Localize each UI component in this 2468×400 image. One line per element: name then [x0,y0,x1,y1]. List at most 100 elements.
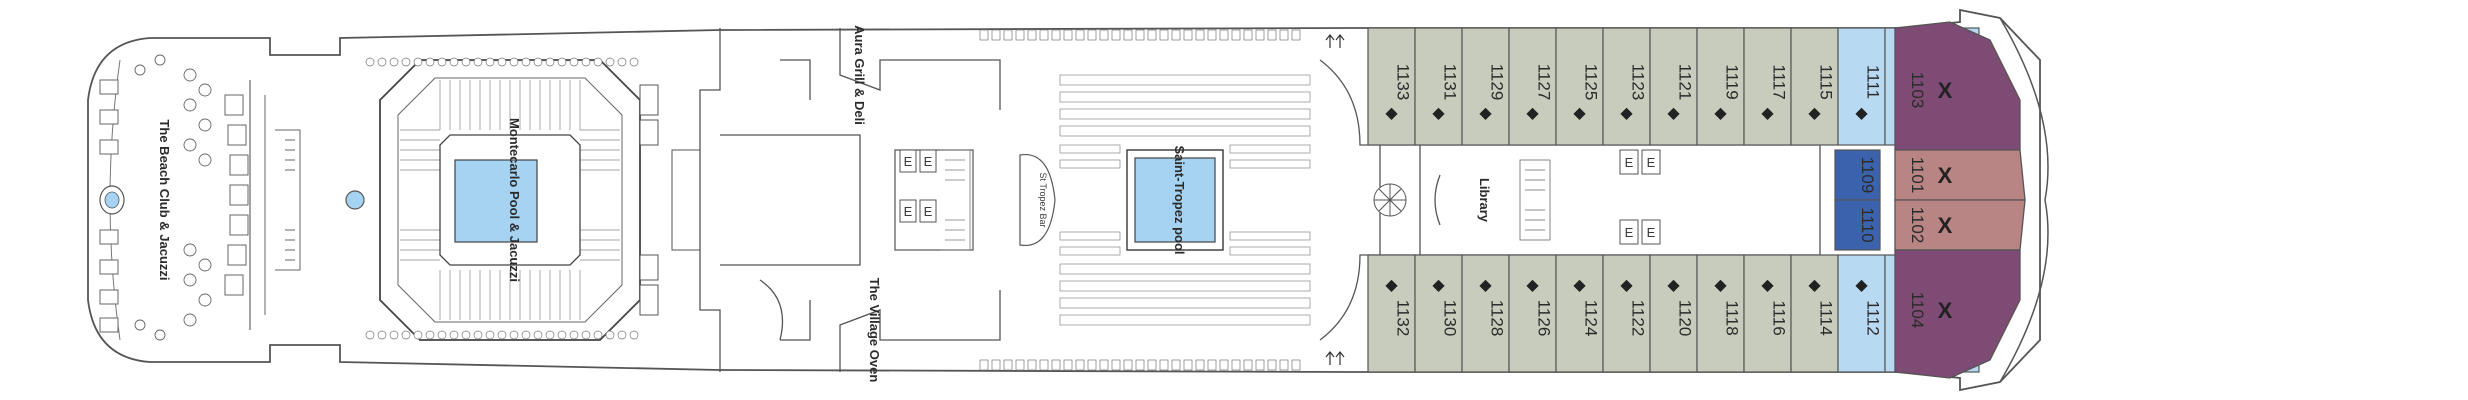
library-stairs [1519,159,1551,241]
cabin-1127[interactable]: 1127 ◆ [1508,27,1557,146]
stair-arrows [1325,34,1345,365]
cabin-1116[interactable]: 1116◆ [1743,254,1792,373]
accessible-cabin-icon: ◆ [1620,277,1633,294]
accessible-cabin-icon: ◆ [1432,277,1445,294]
cabin-shape[interactable] [1649,27,1698,146]
cabin-1123[interactable]: 1123◆ [1602,27,1651,146]
elevator-icon: E [904,204,913,219]
cabin-1126[interactable]: 1126◆ [1508,254,1557,373]
cabin-shape[interactable] [1508,27,1557,146]
accessible-cabin-icon: ◆ [1855,105,1868,122]
elevator-icon: E [904,154,913,169]
accessible-cabin-icon: ◆ [1573,105,1586,122]
cabin-number: 1117 [1770,64,1789,99]
cabin-shape[interactable] [1834,199,1881,251]
stern-jacuzzi-small [345,190,365,210]
cabin-number: 1133 [1394,64,1413,101]
cabin-number: 1131 [1441,64,1460,101]
cabin-1114[interactable]: 1114◆ [1790,254,1839,373]
st-tropez-bar: St Tropez Bar [1019,153,1056,247]
saint-tropez-pool: Saint-Tropez pool [1126,145,1224,255]
suite-mark-icon: X [1938,213,1953,238]
cabin-1132[interactable]: 1132 ◆ [1367,254,1416,373]
cabin-1129[interactable]: 1129◆ [1461,27,1510,146]
cabin-shape[interactable] [1461,27,1510,146]
cabin-number: 1120 [1676,300,1695,337]
cabin-number: 1121 [1676,64,1695,101]
cabin-shape[interactable] [1555,27,1604,146]
cabin-1120[interactable]: 1120 ◆ [1649,254,1698,373]
cabin-number: 1104 [1908,292,1927,329]
cabin-1130[interactable]: 1130◆ [1414,254,1463,373]
accessible-cabin-icon: ◆ [1385,277,1398,294]
cabin-shape[interactable] [1834,149,1881,201]
accessible-cabin-icon: ◆ [1808,105,1821,122]
cabin-1115[interactable]: 1115 ◆ [1790,27,1839,146]
saint-tropez-pool-water [1134,157,1216,243]
cabin-shape[interactable] [1461,254,1510,373]
cabin-number: 1103 [1908,72,1927,109]
cabin-shape[interactable] [1790,254,1839,373]
saint-tropez-pool-label: Saint-Tropez pool [1172,145,1187,254]
cabin-number: 1101 [1908,157,1927,194]
cabin-shape[interactable] [1649,254,1698,373]
cabin-shape[interactable] [1743,27,1792,146]
cabin-number: 1128 [1488,300,1507,337]
cabin-1124[interactable]: 1124 ◆ [1555,254,1604,373]
cabin-1119[interactable]: 1119◆ [1696,27,1745,146]
cabin-1128[interactable]: 1128◆ [1461,254,1510,373]
cabin-row-starboard: 1133◆1131◆1129◆1127◆1125◆1123◆1121◆1119◆… [1367,27,1980,146]
montecarlo-pool-water [454,159,538,243]
elevator-bank-forward: E E E E [1619,149,1661,245]
cabin-shape[interactable] [1696,254,1745,373]
suite-shape[interactable] [1894,249,2021,379]
accessible-cabin-icon: ◆ [1526,105,1539,122]
montecarlo-pool-area: Montecarlo Pool & Jacuzzi [379,59,641,341]
cabin-number: 1109 [1858,157,1877,194]
cabin-shape[interactable] [1367,27,1416,146]
cabin-shape[interactable] [1555,254,1604,373]
cabin-1112[interactable]: 1112◆ [1837,254,1886,373]
accessible-cabin-icon: ◆ [1761,105,1774,122]
cabin-1111[interactable]: 1111◆ [1837,27,1886,146]
accessible-cabin-icon: ◆ [1761,277,1774,294]
cabin-number: 1115 [1817,64,1836,99]
cabin-1125[interactable]: 1125◆ [1555,27,1604,146]
elevator-icon: E [1625,225,1634,240]
cabin-shape[interactable] [1743,254,1792,373]
accessible-cabin-icon: ◆ [1432,105,1445,122]
cabin-shape[interactable] [1696,27,1745,146]
accessible-cabin-icon: ◆ [1573,277,1586,294]
cabin-1110[interactable]: 1110 [1834,199,1881,251]
cabin-shape[interactable] [1508,254,1557,373]
accessible-cabin-icon: ◆ [1385,105,1398,122]
accessible-cabin-icon: ◆ [1479,105,1492,122]
cabin-1121[interactable]: 1121◆ [1649,27,1698,146]
cabin-number: 1127 [1535,64,1554,101]
cabin-1133[interactable]: 1133 ◆ [1367,27,1416,146]
cabin-1118[interactable]: 1118◆ [1696,254,1745,373]
montecarlo-pool-label: Montecarlo Pool & Jacuzzi [507,118,522,282]
accessible-cabin-icon: ◆ [1808,277,1821,294]
cabin-1109[interactable]: 1109 [1834,149,1881,201]
cabin-shape[interactable] [1837,27,1886,146]
cabin-1117[interactable]: 1117 ◆ [1743,27,1792,146]
cabin-number: 1124 [1582,300,1601,337]
cabin-1122[interactable]: 1122◆ [1602,254,1651,373]
accessible-cabin-icon: ◆ [1667,277,1680,294]
cabin-1131[interactable]: 1131 ◆ [1414,27,1463,146]
suite-1104[interactable]: 1104 X [1894,249,2021,379]
stern-stairs [275,129,301,271]
cabin-middle-block: 1109 1110 [1834,149,1881,251]
cabin-number: 1118 [1723,300,1742,335]
cabin-number: 1132 [1394,300,1413,337]
cabin-number: 1126 [1535,300,1554,337]
cabin-row-port: 1132◆1130◆1128◆1126◆1124◆1122◆1120◆1118◆… [1367,254,1980,373]
suite-mark-icon: X [1938,298,1953,323]
elevator-icon: E [1625,155,1634,170]
